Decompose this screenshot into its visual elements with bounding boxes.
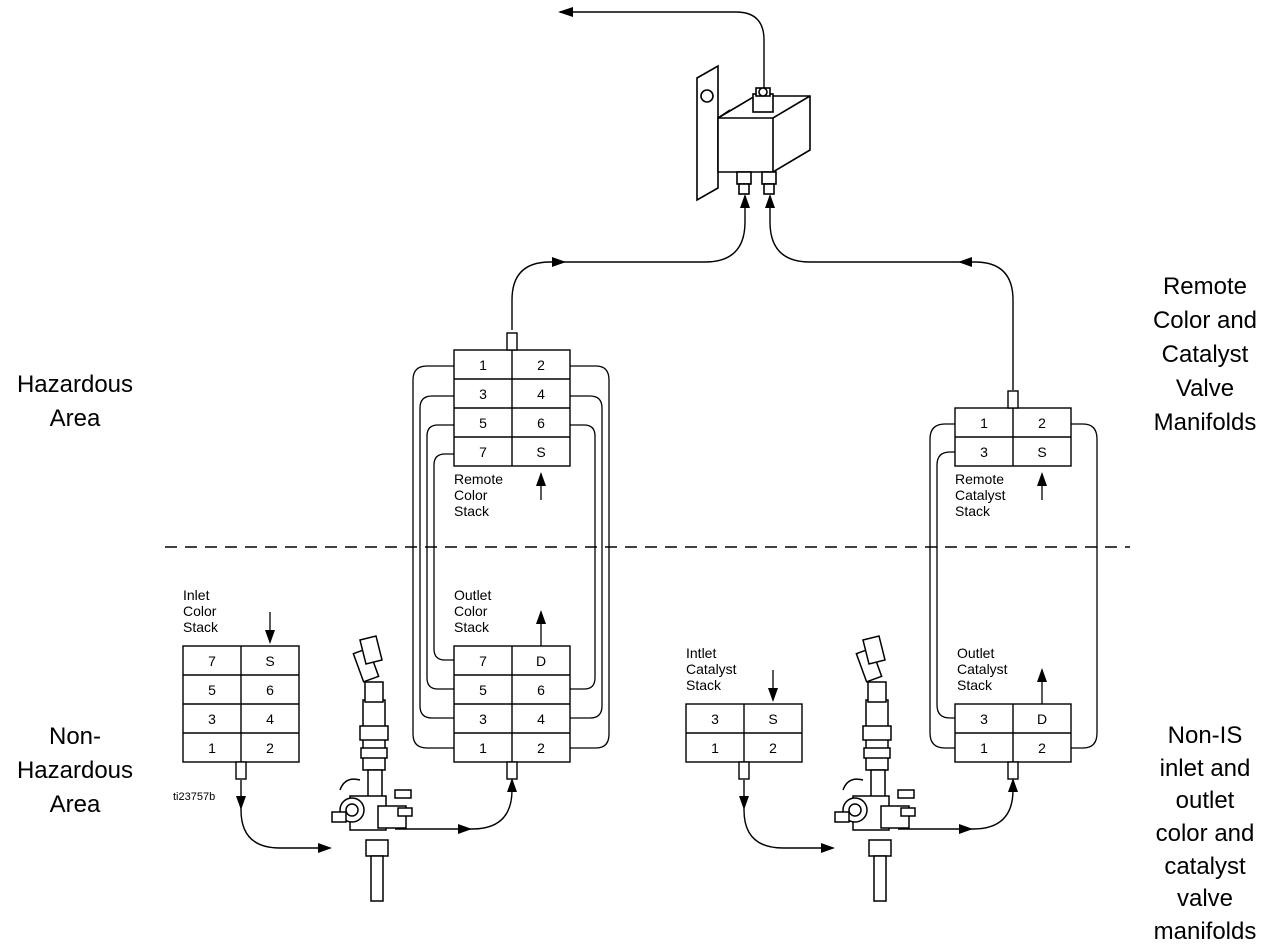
inlet-color-cell: 2 [266,740,274,756]
outlet-catalyst-cell: D [1037,711,1047,727]
remote-color-cell: S [536,444,545,460]
inlet-catalyst-cell: S [768,711,777,727]
figure-code: ti23757b [173,791,216,803]
catalyst-dose-flow [743,780,833,849]
dose-valve-icon [834,635,916,902]
remote-color-cell: 7 [479,444,487,460]
outlet-color-cell: D [536,653,546,669]
remote-color-cell: 4 [537,386,545,402]
inlet-color-cell: 1 [208,740,216,756]
inlet-color-cell: 4 [266,711,274,727]
inlet-catalyst-stack [685,703,803,780]
outlet-catalyst-cell: 3 [980,711,988,727]
mix-manifold-icon [696,64,811,202]
remote-color-cell: 2 [537,357,545,373]
catalyst-loop-lines [929,423,1098,749]
remote-catalyst-cell: S [1037,444,1046,460]
outlet-catalyst-stack [954,703,1072,780]
outlet-color-cell: 4 [537,711,545,727]
outlet-color-cell: 3 [479,711,487,727]
color-loop-lines [412,365,610,749]
outlet-color-cell: 2 [537,740,545,756]
inlet-color-cell: 5 [208,682,216,698]
catalyst-supply-line [769,196,1014,390]
inlet-color-cell: 3 [208,711,216,727]
remote-catalyst-cell: 1 [980,415,988,431]
remote-color-cell: 3 [479,386,487,402]
outlet-color-stack [453,645,571,780]
color-supply-line [511,196,746,330]
inlet-color-cell: S [265,653,274,669]
outlet-color-cell: 5 [479,682,487,698]
inlet-catalyst-cell: 1 [711,740,719,756]
color-dose-flow [240,780,330,849]
remote-manifolds-label: Remote Color and Catalyst Valve Manifold… [1152,273,1258,437]
outlet-color-cell: 7 [479,653,487,669]
remote-color-stack [453,332,571,467]
dose-valve-icon [331,635,413,902]
inlet-color-cell: 7 [208,653,216,669]
remote-color-cell: 5 [479,415,487,431]
remote-catalyst-cell: 2 [1038,415,1046,431]
remote-color-cell: 6 [537,415,545,431]
inlet-color-cell: 6 [266,682,274,698]
outlet-catalyst-cell: 1 [980,740,988,756]
remote-color-cell: 1 [479,357,487,373]
non-hazardous-area-label: Non- Hazardous Area [16,723,134,819]
remote-catalyst-stack [954,390,1072,467]
inlet-catalyst-cell: 3 [711,711,719,727]
outlet-color-cell: 1 [479,740,487,756]
outlet-line [560,11,765,95]
outlet-catalyst-cell: 2 [1038,740,1046,756]
inlet-catalyst-cell: 2 [769,740,777,756]
remote-catalyst-cell: 3 [980,444,988,460]
inlet-color-stack [182,645,300,780]
hazardous-area-label: Hazardous Area [16,371,134,433]
outlet-color-cell: 6 [537,682,545,698]
